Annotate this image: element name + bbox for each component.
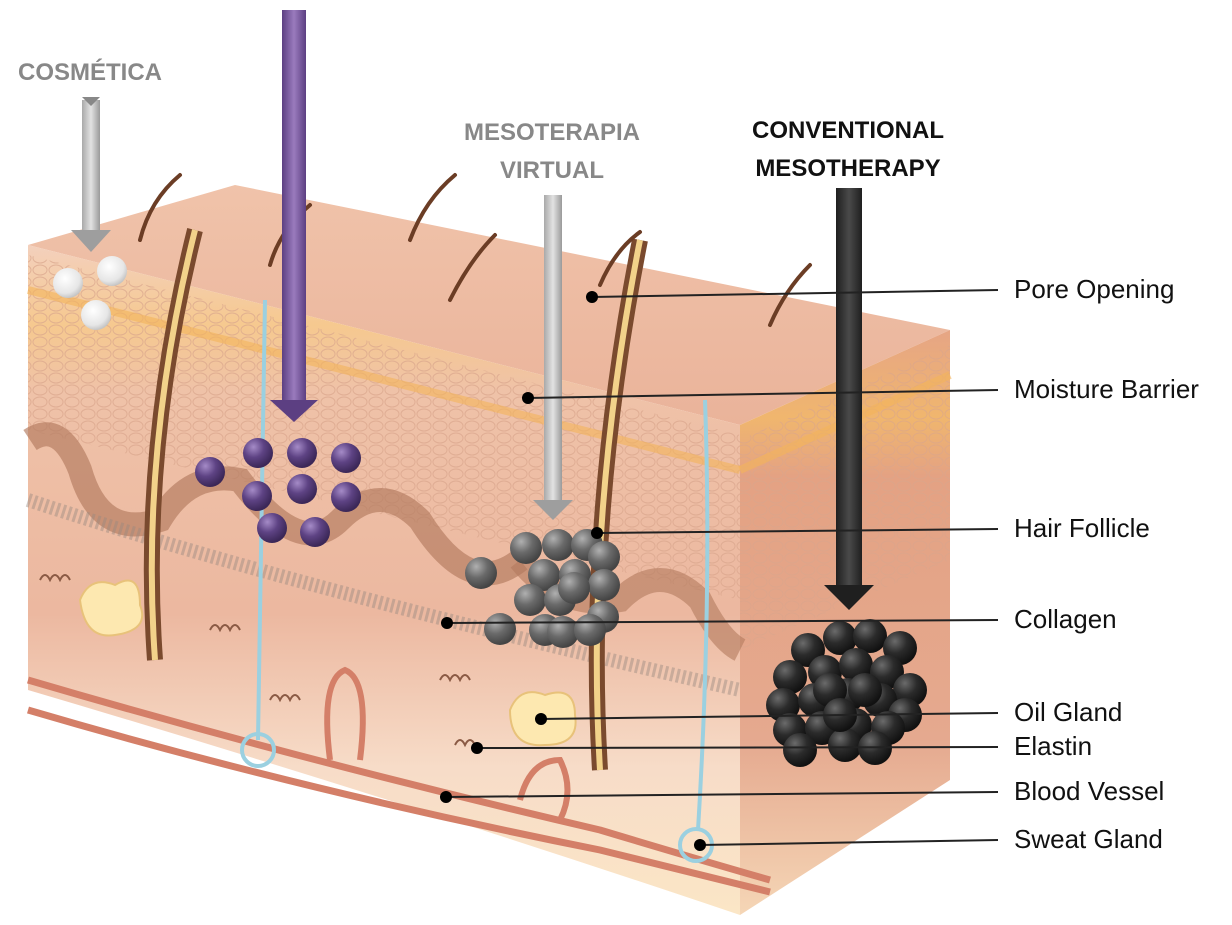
purple-particle: [257, 513, 287, 543]
conventional-label-line2: MESOTHERAPY: [755, 155, 940, 182]
black-particle: [853, 619, 887, 653]
gray-particle: [465, 557, 497, 589]
gray-particle: [484, 613, 516, 645]
purple-particle: [331, 443, 361, 473]
gray-particle: [588, 569, 620, 601]
purple-particle: [287, 474, 317, 504]
pore-opening-label: Pore Opening: [1014, 274, 1174, 304]
mesoterapia-virtual-label-line2: VIRTUAL: [500, 157, 604, 184]
leader-line: [477, 747, 998, 748]
cosmetica-label: COSMÉTICA: [18, 58, 162, 86]
callout-dot: [471, 742, 483, 754]
purple-particle: [195, 457, 225, 487]
purple-particle: [242, 481, 272, 511]
callout-dot: [586, 291, 598, 303]
gray-particle: [510, 532, 542, 564]
callout-dot: [441, 617, 453, 629]
white-particle: [97, 256, 127, 286]
black-particle: [783, 733, 817, 767]
black-particle: [828, 728, 862, 762]
white-particle: [81, 300, 111, 330]
gray-particle: [514, 584, 546, 616]
mesoterapia-virtual-label-line1: MESOTERAPIA: [464, 119, 640, 146]
skin-block: [28, 175, 950, 915]
purple-particle: [287, 438, 317, 468]
purple-particle: [331, 482, 361, 512]
gray-particle: [588, 541, 620, 573]
white-particle: [53, 268, 83, 298]
callout-dot: [535, 713, 547, 725]
hair-follicle-label: Hair Follicle: [1014, 513, 1150, 543]
elastin-label: Elastin: [1014, 731, 1092, 761]
callout-dot: [591, 527, 603, 539]
sweat-gland-label: Sweat Gland: [1014, 824, 1163, 854]
gray-particle: [558, 572, 590, 604]
callout-dot: [522, 392, 534, 404]
callout-dot: [440, 791, 452, 803]
gray-particle: [542, 529, 574, 561]
conventional-label-line1: CONVENTIONAL: [752, 117, 944, 144]
oil-gland-label: Oil Gland: [1014, 697, 1122, 727]
purple-particle: [243, 438, 273, 468]
moisture-barrier-label: Moisture Barrier: [1014, 374, 1199, 404]
callout-dot: [694, 839, 706, 851]
blood-vessel-label: Blood Vessel: [1014, 776, 1164, 806]
black-particle: [848, 673, 882, 707]
collagen-label: Collagen: [1014, 604, 1117, 634]
purple-particle: [300, 517, 330, 547]
gray-particle: [574, 614, 606, 646]
